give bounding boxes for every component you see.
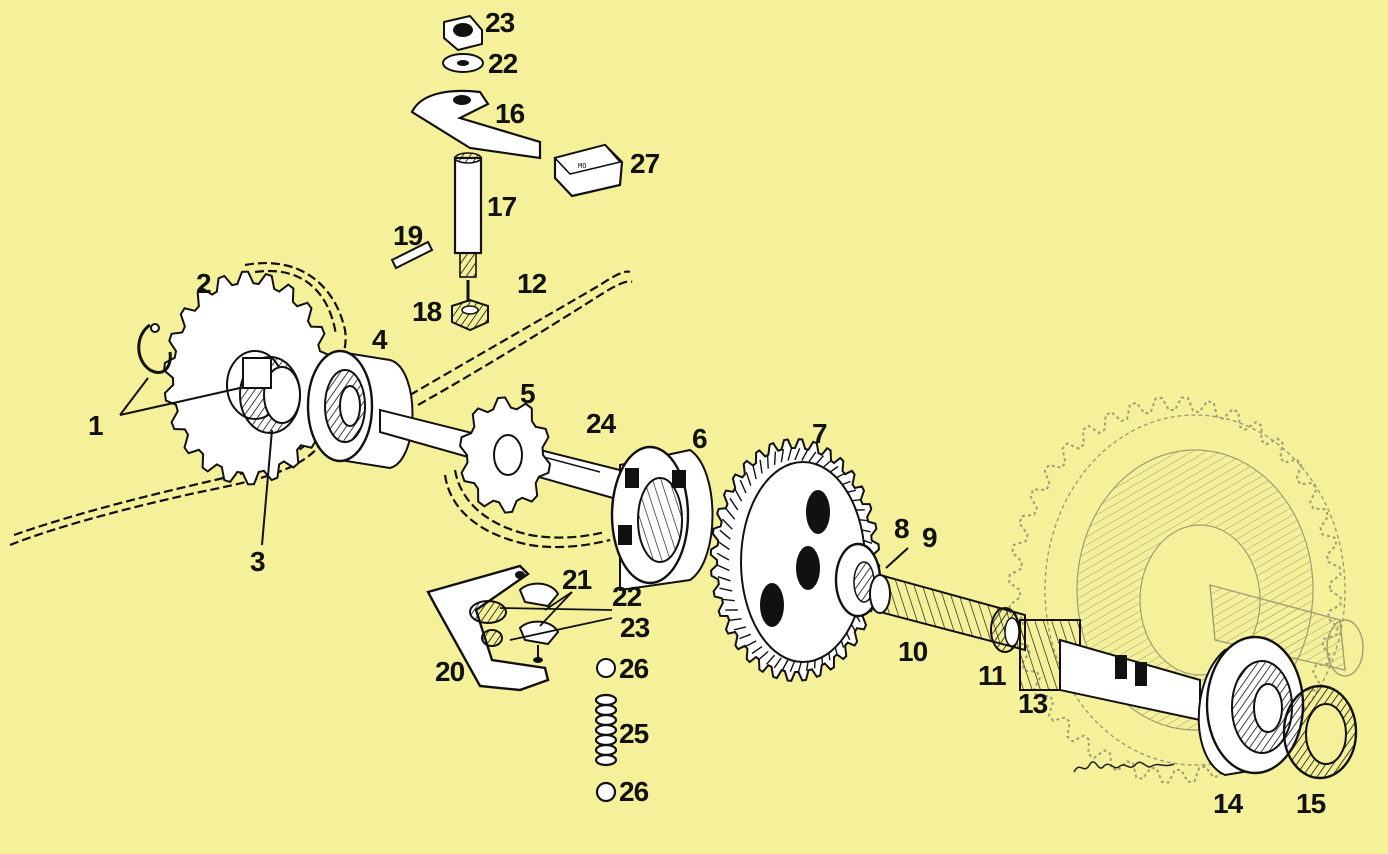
label-part-22-bottom: 22 xyxy=(612,581,642,612)
seal-icon xyxy=(1282,684,1358,780)
label-part-19: 19 xyxy=(393,220,423,251)
gear-tooth-line xyxy=(745,472,752,486)
label-part-21: 21 xyxy=(562,564,592,595)
gear-tooth-line xyxy=(733,626,747,631)
label-part-14: 14 xyxy=(1213,788,1243,819)
label-part-15: 15 xyxy=(1296,788,1326,819)
spring-icon xyxy=(594,658,618,803)
label-part-18: 18 xyxy=(412,296,442,327)
label-part-26-bottom: 26 xyxy=(619,776,649,807)
label-part-8: 8 xyxy=(894,513,910,544)
gear-tooth-line xyxy=(717,541,730,551)
leader-lines xyxy=(119,377,273,546)
gear-icon xyxy=(709,438,881,682)
label-part-6: 6 xyxy=(692,423,708,454)
label-part-13: 13 xyxy=(1018,688,1048,719)
pivot-pin xyxy=(453,152,483,278)
gear-tooth-line xyxy=(729,618,742,621)
spring-coil xyxy=(594,743,618,757)
dog-clutch xyxy=(610,445,714,592)
label-part-27: 27 xyxy=(630,148,660,179)
label-part-20: 20 xyxy=(435,656,465,687)
gear-tooth-line xyxy=(787,447,793,461)
splined-shaft xyxy=(869,573,1026,652)
sprocket-hub xyxy=(239,356,301,434)
lever-icon xyxy=(410,89,542,160)
spring-coil xyxy=(594,693,618,707)
helical-pinion xyxy=(1019,619,1201,722)
label-part-9: 9 xyxy=(922,522,938,553)
label-part-7: 7 xyxy=(812,418,828,449)
label-part-26-top: 26 xyxy=(619,653,649,684)
label-part-11: 11 xyxy=(978,660,1007,691)
label-part-25: 25 xyxy=(619,718,649,749)
label-part-10: 10 xyxy=(898,636,928,667)
gear-tooth-line xyxy=(780,449,785,463)
label-part-1: 1 xyxy=(88,410,104,441)
selector-leaders xyxy=(499,591,613,641)
spring-coil xyxy=(594,723,618,737)
gear-tooth-line xyxy=(717,576,731,582)
ball-bearing-icon xyxy=(306,349,414,470)
gear-tooth-line xyxy=(814,455,825,466)
gear-tooth-line xyxy=(765,654,776,665)
label-part-17: 17 xyxy=(487,191,517,222)
label-part-23-top: 23 xyxy=(485,7,515,38)
gear-tooth-line xyxy=(794,447,801,461)
svg-text:MO: MO xyxy=(578,162,586,170)
label-part-22-top: 22 xyxy=(488,48,518,79)
gear-tooth-line xyxy=(773,657,782,669)
spring-coil xyxy=(594,733,618,747)
roll-pin xyxy=(390,240,434,270)
gear-tooth-line xyxy=(739,479,747,494)
spring-coil xyxy=(594,703,618,717)
spring-coil xyxy=(594,753,618,767)
hex-nut xyxy=(451,280,489,332)
gear-tooth-line xyxy=(734,488,743,502)
label-part-5: 5 xyxy=(520,378,536,409)
gear-tooth-line xyxy=(773,451,777,465)
gear-tooth-line xyxy=(716,564,730,572)
gear-tooth-line xyxy=(758,650,769,660)
label-part-4: 4 xyxy=(372,324,388,355)
gear-tooth-line xyxy=(739,633,752,640)
gear-tooth-line xyxy=(745,640,757,648)
label-part-2: 2 xyxy=(196,268,212,299)
gear-tooth-line xyxy=(719,587,733,592)
gear-tooth-line xyxy=(721,518,733,530)
circlip-icon xyxy=(137,323,172,374)
collar xyxy=(990,607,1020,653)
gear-tooth-line xyxy=(808,451,817,463)
gear-tooth-line xyxy=(766,455,769,469)
artist-signature xyxy=(1073,761,1175,773)
gear-tooth-line xyxy=(725,507,736,520)
gear-tooth-line xyxy=(721,598,735,602)
gear-tooth-line xyxy=(719,529,731,540)
gear-tooth-line xyxy=(751,646,763,655)
output-bearing xyxy=(1197,635,1305,777)
gear-tooth-line xyxy=(752,465,757,480)
selector-bracket xyxy=(426,564,550,692)
label-part-23-bottom: 23 xyxy=(620,612,650,643)
label-part-12: 12 xyxy=(517,268,547,299)
gear-tooth-line xyxy=(759,459,763,474)
top-nut-washer xyxy=(442,14,484,73)
gear-tooth-line xyxy=(729,497,739,511)
label-part-24: 24 xyxy=(586,408,616,439)
rubber-block: MO xyxy=(553,143,624,198)
label-part-3: 3 xyxy=(250,546,266,577)
gear-tooth-line xyxy=(781,659,789,671)
spring-coil xyxy=(594,713,618,727)
small-sprocket xyxy=(458,396,552,514)
cam-pieces xyxy=(518,582,560,663)
gear-tooth-line xyxy=(716,552,730,561)
label-part-16: 16 xyxy=(495,98,525,129)
gear-tooth-line xyxy=(801,449,809,461)
